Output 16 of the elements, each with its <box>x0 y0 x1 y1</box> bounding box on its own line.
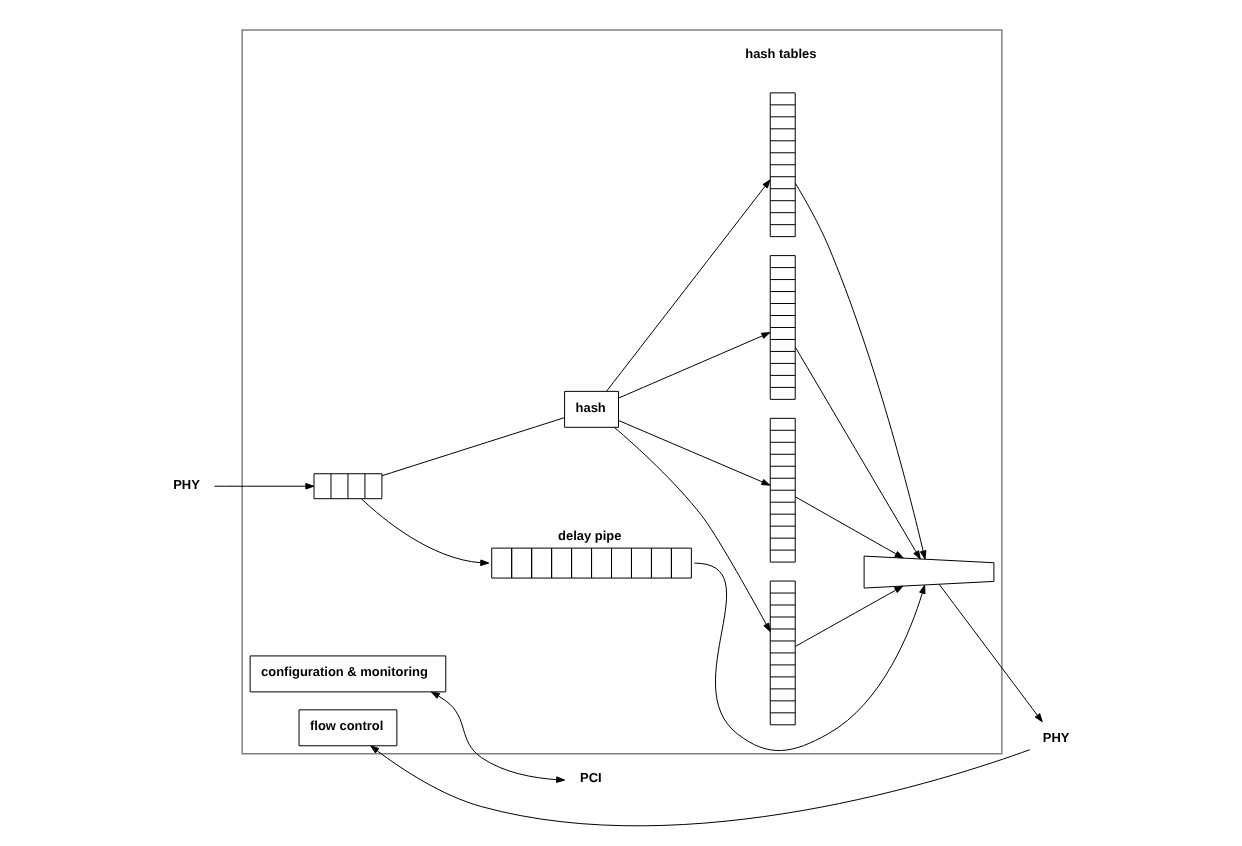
arrow <box>617 331 770 398</box>
arrow <box>429 690 565 782</box>
arrow <box>617 419 770 485</box>
node-trapezoid <box>862 554 994 588</box>
arrow <box>793 181 926 559</box>
connector <box>380 416 564 476</box>
arrow <box>212 481 314 489</box>
arrow <box>692 561 925 750</box>
arrow <box>604 178 770 391</box>
arrow <box>794 584 903 646</box>
arrow <box>793 345 920 559</box>
arrow <box>612 425 770 631</box>
arrow <box>937 582 1042 722</box>
arrow <box>794 495 903 558</box>
arrow <box>369 744 1030 826</box>
arrow <box>360 497 489 566</box>
